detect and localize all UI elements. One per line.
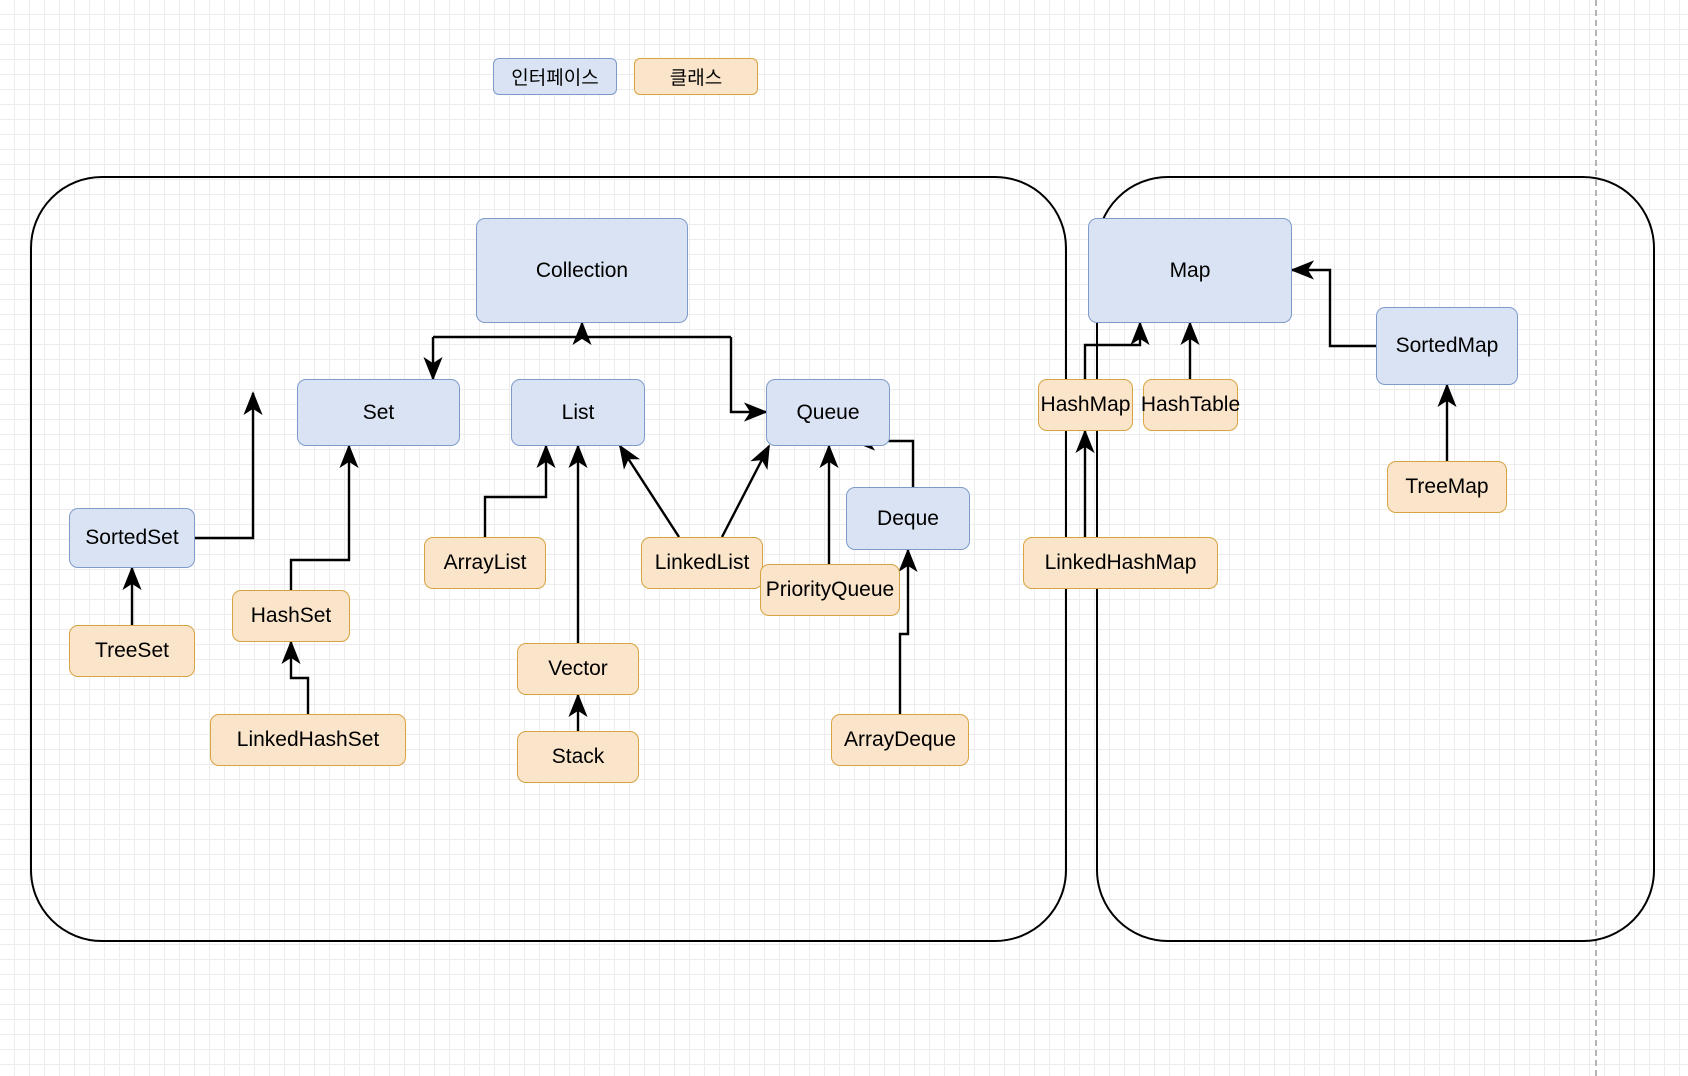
node-linkedlist[interactable]: LinkedList bbox=[641, 537, 763, 589]
node-sortedmap[interactable]: SortedMap bbox=[1376, 307, 1518, 385]
node-hashtable[interactable]: HashTable bbox=[1141, 379, 1240, 431]
node-arraydeque[interactable]: ArrayDeque bbox=[831, 714, 969, 766]
legend-interface: 인터페이스 bbox=[493, 58, 617, 95]
node-hashmap[interactable]: HashMap bbox=[1038, 379, 1133, 431]
node-linkedhashset[interactable]: LinkedHashSet bbox=[210, 714, 406, 766]
node-stack[interactable]: Stack bbox=[517, 731, 639, 783]
node-priorityqueue[interactable]: PriorityQueue bbox=[760, 564, 900, 616]
node-queue[interactable]: Queue bbox=[766, 379, 890, 446]
node-map[interactable]: Map bbox=[1088, 218, 1292, 323]
node-treemap[interactable]: TreeMap bbox=[1387, 461, 1507, 513]
node-deque[interactable]: Deque bbox=[846, 487, 970, 550]
page-break-line bbox=[1595, 0, 1597, 1076]
node-list[interactable]: List bbox=[511, 379, 645, 446]
node-sortedset[interactable]: SortedSet bbox=[69, 508, 195, 568]
node-arraylist[interactable]: ArrayList bbox=[424, 537, 546, 589]
node-collection[interactable]: Collection bbox=[476, 218, 688, 323]
node-linkedhashmap[interactable]: LinkedHashMap bbox=[1023, 537, 1218, 589]
node-hashset[interactable]: HashSet bbox=[232, 590, 350, 642]
node-set[interactable]: Set bbox=[297, 379, 460, 446]
node-vector[interactable]: Vector bbox=[517, 643, 639, 695]
legend-class: 클래스 bbox=[634, 58, 758, 95]
node-treeset[interactable]: TreeSet bbox=[69, 625, 195, 677]
